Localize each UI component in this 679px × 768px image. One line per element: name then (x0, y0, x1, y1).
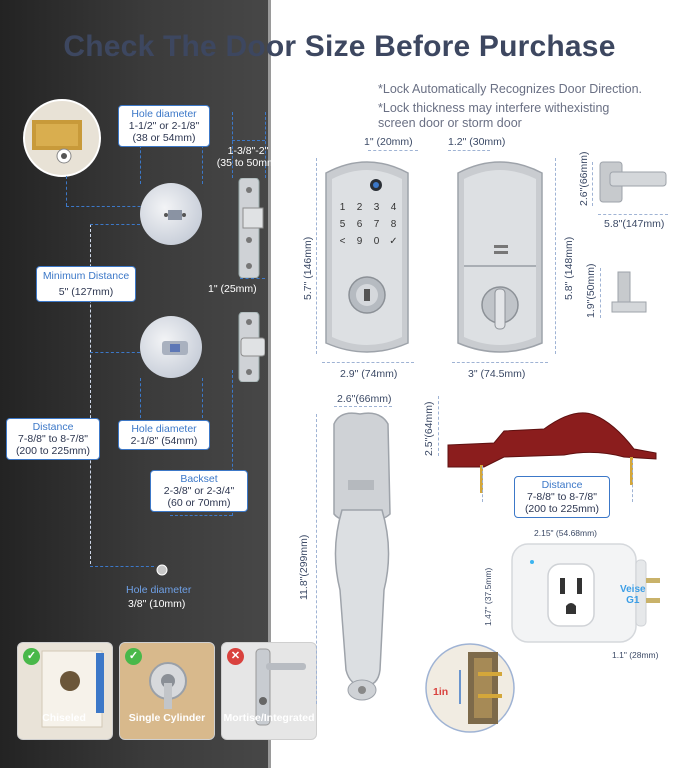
dim-lever-width: 5.8"(147mm) (604, 218, 665, 230)
guide-back-width (452, 362, 548, 363)
chiseled-illustration (41, 650, 104, 728)
keypad: 1 2 3 4 5 6 7 8 < 9 0 ✓ (334, 202, 404, 247)
note-thickness: *Lock thickness may interfere withexisti… (378, 101, 610, 130)
deadbolt-hole-detail (164, 210, 186, 220)
lever-side-image (611, 271, 647, 313)
label-latch-width: 1" (25mm) (208, 283, 257, 295)
handleset-image (333, 412, 391, 701)
plug-brand: Veise G1 (620, 584, 646, 606)
dim-back-height: 5.8" (148mm) (563, 236, 575, 300)
dim-plug-depth: 1.1" (28mm) (612, 650, 659, 660)
vertical-guide-left (90, 224, 91, 564)
dim-lever-height: 2.6"(66mm) (578, 151, 590, 207)
key-confirm[interactable]: ✓ (389, 236, 398, 247)
dim-front-height: 5.7" (146mm) (302, 236, 314, 300)
key-8[interactable]: 8 (390, 219, 397, 230)
door-edge (268, 0, 271, 768)
page-title: Check The Door Size Before Purchase (63, 30, 616, 63)
dim-plug-width: 2.15" (54.68mm) (534, 528, 598, 538)
door-type-label-single-cylinder: Single Cylinder (128, 712, 206, 724)
chiseled-ok-icon: ✓ (23, 648, 40, 665)
strike-plate-upper (238, 178, 264, 278)
guide-front-height (316, 158, 317, 354)
lever-handle-image (599, 161, 667, 203)
screw-zoom-inset (425, 643, 515, 733)
guide-lever-depth (600, 268, 601, 318)
guide-mid-hole (90, 352, 140, 353)
smart-plug-image (511, 543, 660, 643)
label-bracket-distance: Distance 7-8/8" to 8-7/8" (200 to 225mm) (514, 476, 610, 518)
dim-plug-height: 1.47" (37.5mm) (483, 567, 493, 626)
guide-latch-width (240, 278, 265, 279)
key-6[interactable]: 6 (356, 219, 363, 230)
guide-thickness-left (232, 112, 233, 178)
mortise-illustration (255, 648, 306, 726)
inset-connector-v (66, 176, 67, 206)
door-type-label-chiseled: Chiseled (42, 712, 86, 724)
guide-front-width (322, 362, 414, 363)
label-door-thickness: 1-3/8"-2" (35 to 50mm) (216, 145, 280, 169)
small-hole (156, 564, 168, 576)
strike-bracket-image (447, 412, 657, 493)
guide-mid-hole-right (202, 378, 203, 418)
guide-thickness (232, 140, 265, 141)
note-direction: *Lock Automatically Recognizes Door Dire… (378, 82, 643, 96)
dim-lever-depth: 1.9"(50mm) (585, 263, 597, 319)
dim-bracket-height: 2.5"(64mm) (423, 401, 435, 457)
guide-lever-width (598, 214, 668, 215)
key-2[interactable]: 2 (356, 202, 363, 213)
strike-plate-lower (238, 312, 265, 382)
dim-back-width: 3" (74.5mm) (468, 368, 526, 380)
mortise-no-icon: ✕ (227, 648, 244, 665)
guide-mid-hole-left (140, 378, 141, 418)
key-3[interactable]: 3 (373, 202, 380, 213)
door-type-card-mortise (221, 642, 317, 740)
guide-front-depth (368, 150, 418, 151)
single-cylinder-ok-icon: ✓ (125, 648, 142, 665)
guide-backset-edge (232, 370, 233, 516)
label-hole-diameter-mid: Hole diameter 2-1/8" (54mm) (118, 420, 210, 450)
key-1[interactable]: 1 (339, 202, 346, 213)
key-9[interactable]: < (339, 236, 346, 247)
dim-front-depth: 1" (20mm) (364, 136, 413, 148)
guide-lever-height (592, 162, 593, 206)
handle-hole-detail (162, 341, 188, 355)
inset-connector (66, 206, 161, 207)
latch-zoom-inset (23, 99, 101, 177)
key-5[interactable]: 5 (339, 219, 346, 230)
key-4[interactable]: 4 (390, 202, 397, 213)
guide-bracket-left (482, 466, 483, 502)
keypad-lock-front (325, 161, 409, 353)
label-backset: Backset 2-3/8" or 2-3/4" (60 or 70mm) (150, 470, 248, 512)
dim-back-depth: 1.2" (30mm) (448, 136, 506, 148)
label-small-hole-head: Hole diameter (126, 584, 192, 596)
label-small-hole-value: 3/8" (10mm) (128, 598, 186, 610)
lock-interior-back (457, 161, 543, 353)
guide-small-hole (90, 566, 154, 567)
guide-bracket-height (438, 396, 439, 456)
guide-top-hole-left (140, 140, 141, 184)
guide-backset (170, 515, 232, 516)
label-hole-diameter-top: Hole diameter 1-1/2" or 2-1/8" (38 or 54… (118, 105, 210, 147)
guide-thickness-right (265, 112, 266, 178)
key-7[interactable]: 7 (373, 219, 380, 230)
dim-handle-width: 2.6"(66mm) (337, 393, 392, 405)
guide-bracket-right (632, 460, 633, 502)
key-back[interactable]: 0 (373, 236, 380, 247)
label-distance: Distance 7-8/8" to 8-7/8" (200 to 225mm) (6, 418, 100, 460)
key-0[interactable]: 9 (356, 236, 363, 247)
guide-top-hole (90, 224, 140, 225)
guide-handle-width (334, 406, 392, 407)
guide-handle-height (316, 414, 317, 704)
guide-back-depth (448, 150, 490, 151)
dim-screw-length: 1in (433, 686, 449, 698)
guide-top-hole-right (202, 140, 203, 184)
dim-handle-height: 11.8"(299mm) (298, 534, 310, 600)
guide-back-height (555, 158, 556, 354)
label-minimum-distance: Minimum Distance 5" (127mm) (36, 266, 136, 302)
dim-front-width: 2.9" (74mm) (340, 368, 398, 380)
door-type-label-mortise: Mortise/Integrated (223, 712, 315, 724)
